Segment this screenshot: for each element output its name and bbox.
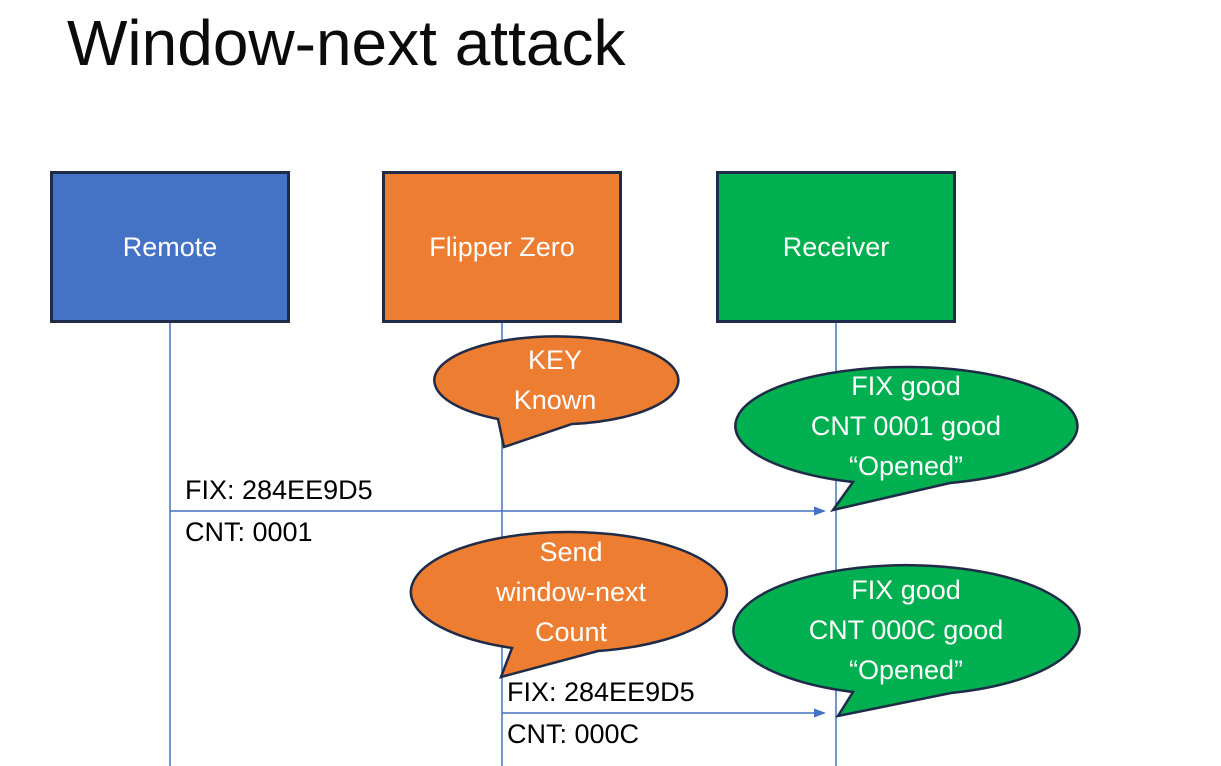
message-1-label-cnt: CNT: 0001 — [185, 517, 313, 547]
actor-box-receiver: Receiver — [716, 171, 956, 323]
callout-bubble-send-window-next — [409, 530, 729, 679]
actor-box-flipper-zero: Flipper Zero — [382, 171, 622, 323]
actor-label-flipper-zero: Flipper Zero — [429, 231, 575, 262]
actor-label-receiver: Receiver — [782, 231, 890, 262]
actor-box-remote: Remote — [50, 171, 290, 323]
callout-bubble-cnt-0001 — [734, 365, 1079, 512]
message-2-label-cnt: CNT: 000C — [507, 719, 640, 749]
callout-bubble-key-known — [433, 335, 680, 449]
callout-bubble-cnt-000c — [732, 563, 1081, 718]
message-1-label-fix: FIX: 284EE9D5 — [185, 475, 373, 505]
message-2-label-fix: FIX: 284EE9D5 — [507, 677, 695, 707]
actor-label-remote: Remote — [122, 231, 218, 262]
slide-title: Window-next attack — [67, 7, 626, 79]
